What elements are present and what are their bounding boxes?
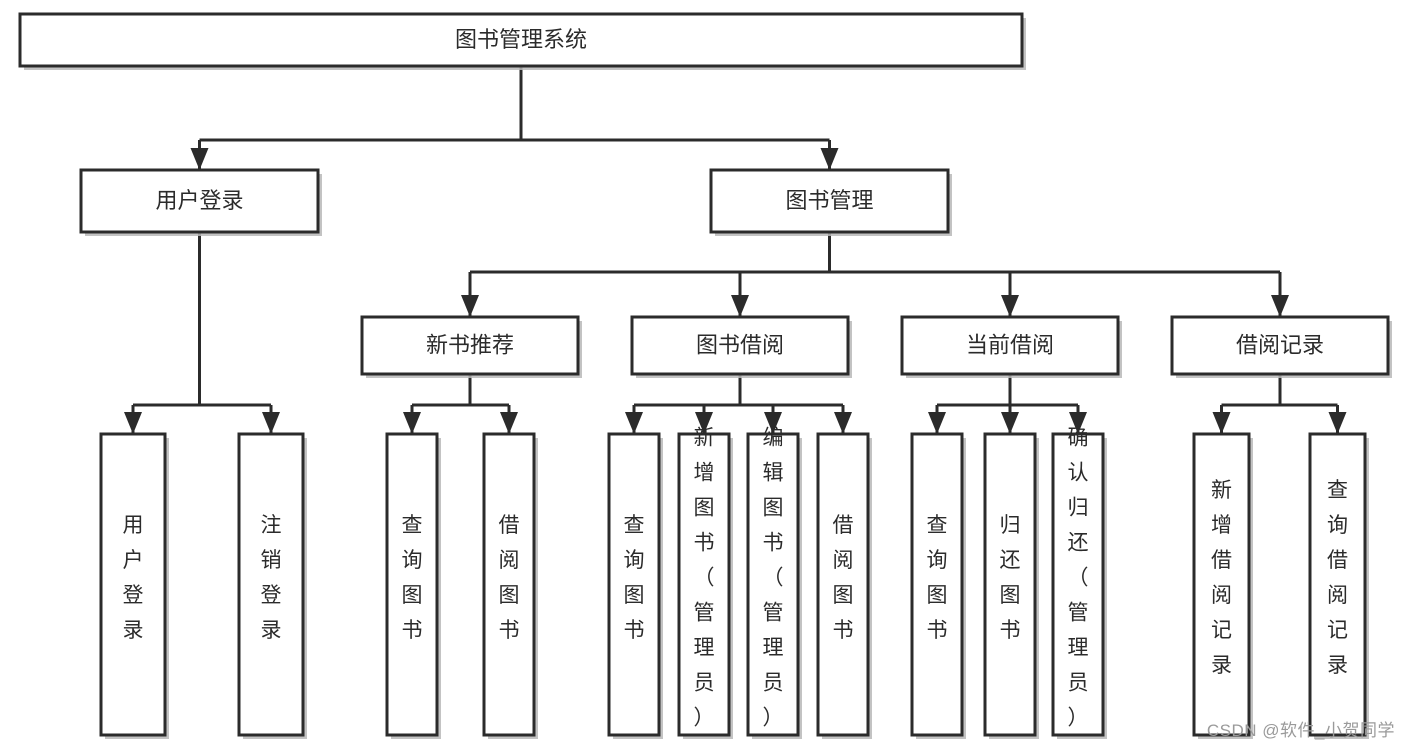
node-label: 新增借阅记录 — [1211, 479, 1232, 677]
node-leaf-4[interactable]: 借阅图书 — [482, 432, 538, 739]
node-border — [677, 432, 731, 737]
node-label: 借阅图书 — [499, 514, 520, 642]
node-book-management[interactable]: 图书管理 — [709, 168, 952, 236]
node-border — [900, 315, 1120, 376]
node-border — [816, 432, 870, 737]
node-border — [630, 315, 850, 376]
node-border — [385, 432, 439, 737]
node-leaf-12[interactable]: 新增借阅记录 — [1192, 432, 1253, 739]
node-leaf-10[interactable]: 归还图书 — [983, 432, 1039, 739]
node-leaf-8[interactable]: 借阅图书 — [816, 432, 872, 739]
node-leaf-5[interactable]: 查询图书 — [607, 432, 663, 739]
node-border — [910, 432, 964, 737]
node-category-2[interactable]: 图书借阅 — [630, 315, 852, 378]
node-border — [1170, 315, 1390, 376]
node-border — [746, 432, 800, 737]
node-leaf-1[interactable]: 用户登录 — [99, 432, 169, 739]
node-label: 新增图书（管理员） — [694, 427, 715, 730]
node-label: 借阅图书 — [833, 514, 854, 642]
node-leaf-3[interactable]: 查询图书 — [385, 432, 441, 739]
node-border — [18, 12, 1024, 68]
node-leaf-6[interactable]: 新增图书（管理员） — [677, 427, 733, 740]
node-border — [709, 168, 950, 234]
node-label: 编辑图书（管理员） — [763, 427, 784, 730]
node-label: 图书管理系统 — [455, 27, 587, 52]
node-label: 图书管理 — [785, 188, 873, 213]
node-root-system[interactable]: 图书管理系统 — [18, 12, 1026, 70]
node-border — [360, 315, 580, 376]
node-border — [1308, 432, 1367, 737]
node-label: 归还图书 — [1000, 514, 1021, 642]
node-leaf-13[interactable]: 查询借阅记录 — [1308, 432, 1369, 739]
node-category-1[interactable]: 新书推荐 — [360, 315, 582, 378]
node-border — [237, 432, 305, 737]
node-border — [482, 432, 536, 737]
node-leaf-9[interactable]: 查询图书 — [910, 432, 966, 739]
node-border — [99, 432, 167, 737]
node-leaf-2[interactable]: 注销登录 — [237, 432, 307, 739]
node-leaf-7[interactable]: 编辑图书（管理员） — [746, 427, 802, 740]
node-layer: 图书管理系统用户登录图书管理新书推荐图书借阅当前借阅借阅记录用户登录注销登录查询… — [18, 12, 1392, 740]
node-label: 注销登录 — [261, 514, 282, 642]
node-leaf-11[interactable]: 确认归还（管理员） — [1051, 427, 1107, 740]
node-label: 用户登录 — [123, 514, 144, 642]
node-label: 当前借阅 — [966, 332, 1054, 357]
csdn-watermark: CSDN @软件_小贺同学 — [1206, 721, 1395, 740]
node-border — [79, 168, 320, 234]
node-border — [1192, 432, 1251, 737]
node-category-3[interactable]: 当前借阅 — [900, 315, 1122, 378]
node-user-login[interactable]: 用户登录 — [79, 168, 322, 236]
node-border — [983, 432, 1037, 737]
node-label: 查询借阅记录 — [1327, 479, 1348, 677]
node-label: 确认归还（管理员） — [1068, 427, 1089, 730]
node-border — [607, 432, 661, 737]
node-category-4[interactable]: 借阅记录 — [1170, 315, 1392, 378]
node-label: 查询图书 — [624, 514, 645, 642]
node-label: 用户登录 — [155, 188, 243, 213]
node-label: 图书借阅 — [696, 332, 784, 357]
node-label: 新书推荐 — [426, 332, 514, 357]
node-label: 查询图书 — [402, 514, 423, 642]
connector-layer — [124, 66, 1347, 434]
node-border — [1051, 432, 1105, 737]
node-label: 借阅记录 — [1236, 332, 1324, 357]
node-label: 查询图书 — [927, 514, 948, 642]
